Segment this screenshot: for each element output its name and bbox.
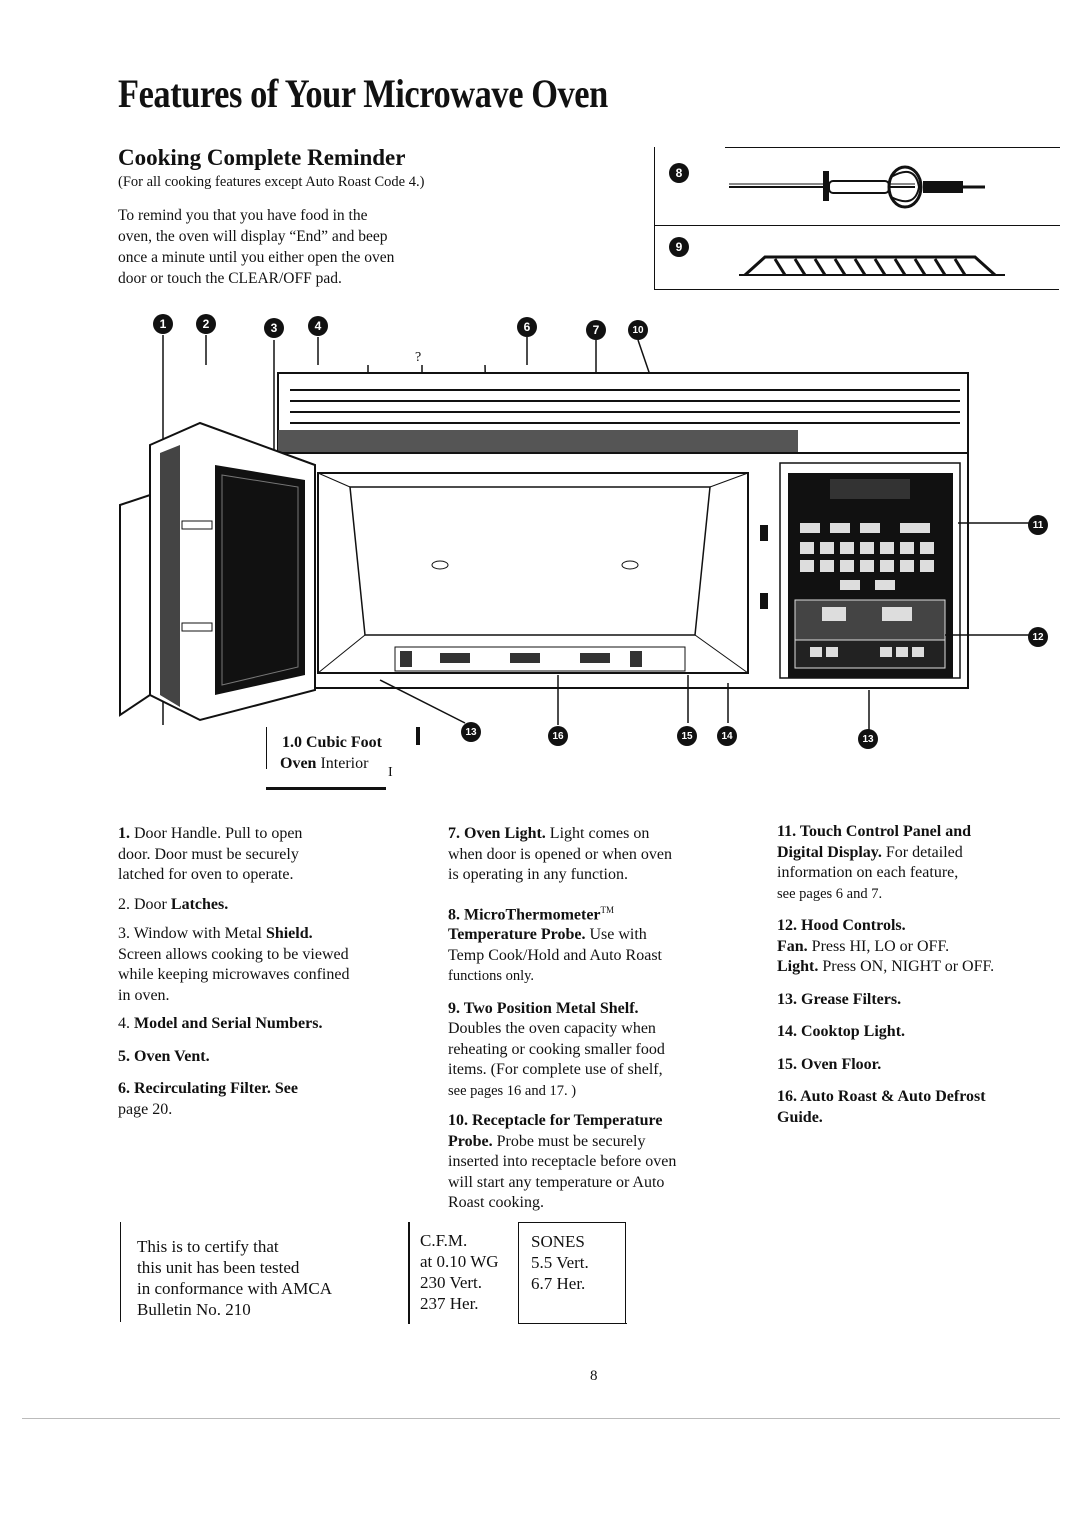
feature-15: 15. Oven Floor.: [777, 1055, 882, 1073]
feature-4: 4. Model and Serial Numbers.: [118, 1015, 323, 1032]
page-title: Features of Your Microwave Oven: [118, 71, 608, 116]
callout-8: 8: [669, 163, 689, 183]
feature-2: 2. Door Latches.: [118, 895, 229, 913]
section-note: (For all cooking features except Auto Ro…: [118, 174, 425, 190]
section-heading: Cooking Complete Reminder: [118, 145, 406, 170]
feature-3: 3. Window with Metal Shield.Screen allow…: [118, 925, 350, 1004]
feature-9: 9. Two Position Metal Shelf.Doubles the …: [448, 999, 665, 1099]
page-number: 8: [590, 1368, 598, 1384]
callout-12: 12: [1028, 627, 1048, 647]
amca-certification: This is to certify that this unit has be…: [120, 1222, 627, 1324]
accessories-panel: 8 9: [654, 147, 1060, 290]
sones-rating: SONES 5.5 Vert. 6.7 Her.: [517, 1222, 627, 1324]
callout-15: 15: [677, 726, 697, 746]
callout-4: 4: [308, 316, 328, 336]
callout-3: 3: [264, 318, 284, 338]
stray-mark: ?: [415, 350, 422, 365]
section-body: To remind you that you have food in the …: [118, 207, 395, 287]
temperature-probe-illustration: [729, 165, 985, 209]
certification-text: This is to certify that this unit has be…: [120, 1222, 406, 1322]
callout-11: 11: [1028, 515, 1048, 535]
callout-13b: 13: [858, 729, 878, 749]
metal-shelf-illustration: [739, 255, 1005, 277]
cfm-rating: C.F.M. at 0.10 WG 230 Vert. 237 Her.: [408, 1222, 518, 1324]
microwave-oven-illustration: [119, 335, 1030, 730]
callout-1: 1: [153, 314, 173, 334]
feature-5: 5. Oven Vent.: [118, 1047, 210, 1065]
footer-divider: [22, 1418, 1060, 1419]
callout-16: 16: [548, 726, 568, 746]
feature-13: 13. Grease Filters.: [777, 990, 902, 1008]
oven-capacity-label: 1.0 Cubic Foot Oven Interior I: [266, 727, 420, 790]
feature-12: 12. Hood Controls.Fan. Press HI, LO or O…: [777, 917, 995, 975]
callout-6: 6: [517, 317, 537, 337]
callout-13a: 13: [461, 722, 481, 742]
callout-9: 9: [669, 237, 689, 257]
callout-7: 7: [586, 320, 606, 340]
callout-10: 10: [628, 320, 648, 340]
feature-14: 14. Cooktop Light.: [777, 1023, 906, 1040]
callout-14: 14: [717, 726, 737, 746]
callout-2: 2: [196, 314, 216, 334]
